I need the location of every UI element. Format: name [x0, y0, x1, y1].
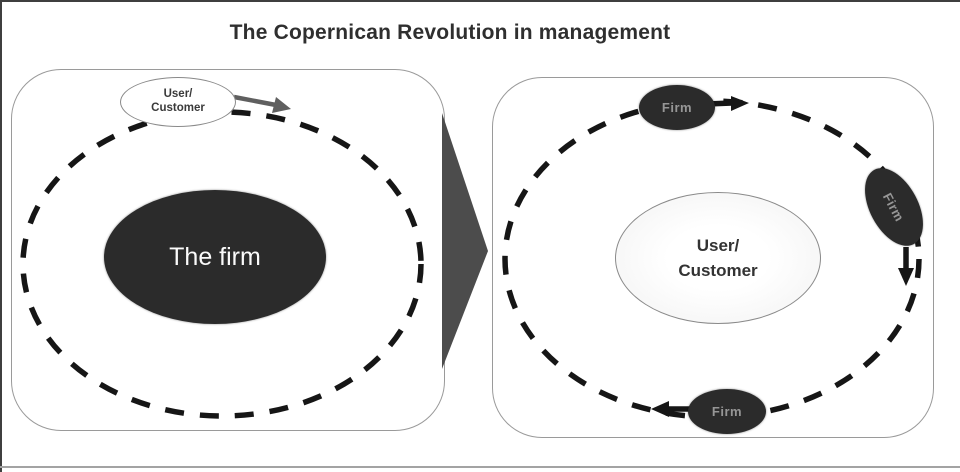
firm-right-arrowhead-icon	[898, 268, 914, 286]
firm-top-arrowhead-icon	[731, 96, 749, 111]
firm-center-ellipse: The firm	[104, 190, 326, 324]
user-customer-center-label-line2: Customer	[678, 261, 758, 280]
user-customer-center-label-line1: User/	[696, 235, 740, 255]
user-customer-satellite-ellipse: User/ Customer	[120, 77, 236, 127]
frame-left-border	[0, 0, 2, 472]
firm-satellite-bottom-label: Firm	[711, 404, 743, 419]
firm-center-label: The firm	[169, 242, 261, 271]
firm-satellite-top-ellipse: Firm	[639, 85, 715, 130]
user-customer-center-ellipse: User/ Customer	[615, 192, 821, 324]
user-customer-orbit-arrow-icon	[233, 94, 277, 108]
left-orbit-path	[20, 109, 424, 419]
frame-bottom-rule	[0, 466, 960, 468]
user-customer-satellite-label-line2: Customer	[151, 102, 205, 114]
firm-satellite-bottom-ellipse: Firm	[688, 389, 766, 434]
user-customer-satellite-label-line1: User/	[163, 88, 193, 101]
frame-top-border	[0, 0, 960, 2]
diagram-title: The Copernican Revolution in management	[229, 21, 671, 44]
user-customer-orbit-arrowhead-icon	[272, 97, 291, 113]
transition-arrow-icon	[442, 113, 488, 369]
firm-satellite-right-label: Firm	[880, 190, 908, 224]
firm-bottom-arrowhead-icon	[651, 401, 669, 417]
firm-satellite-top-label: Firm	[661, 100, 693, 115]
